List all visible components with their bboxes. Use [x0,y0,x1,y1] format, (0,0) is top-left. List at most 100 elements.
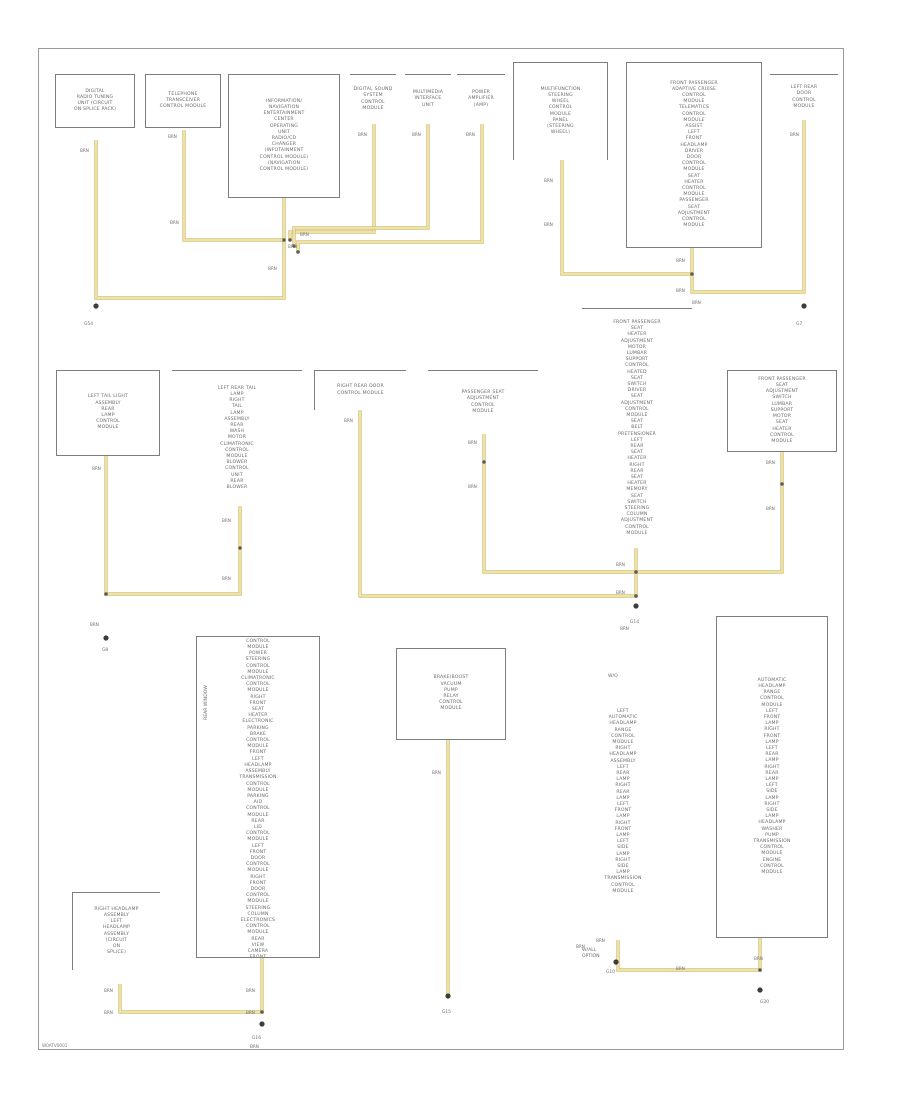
wire-color-label: BRN [766,460,775,465]
component-text-line: CONTROL [760,845,784,851]
option-label-option: OPTION [582,954,600,959]
component-text-line: LAMP [230,410,244,416]
component-text-line: MODULE [362,105,384,111]
component-text-line: SIDE [766,808,778,814]
component-text-line: SWITCH [627,381,647,387]
component-text-line: CONTROL [792,97,816,103]
component-text-line: MODULE [440,706,462,712]
splice-dot [260,1010,264,1014]
component-text-line: CONTROL MODULE [159,104,207,110]
wire [482,434,636,574]
component-text-line: MODULE [549,111,572,117]
component-text-line: STEERING [245,657,271,663]
component-text-line: DIGITAL SOUND [353,87,393,93]
component-text-line: MODULE [247,899,269,905]
splice-dot [238,546,242,550]
component-text-line: WASHER [761,826,783,832]
wire [288,124,376,240]
component-text-line: SIDE [766,789,778,795]
component-text-line: ASSEMBLY [610,758,636,764]
component-text-line: CONTROL [246,893,270,899]
wire-color-label: BRN [676,258,685,263]
component-text-line: MODULE [247,812,269,818]
ground-label: G15 [442,1010,451,1015]
component-text-line: ELECTRONICS [240,917,276,923]
component-text-line: HEADLAMP [102,925,131,931]
splice-dot [780,482,784,486]
component-text-line: ENGINE [762,857,782,863]
component-text-line: MODULE [247,744,269,750]
splice-dot [282,238,286,242]
component-text-line: LEFT [617,764,629,770]
component-text-line: REAR [251,936,265,942]
component-text-line: CONTROL MODULE) [259,167,309,173]
wire [106,506,242,596]
component-text-line: LAMP [616,870,630,876]
component-text-line: FRONT PASSENGER [613,319,661,325]
wire-color-label: BRN [92,466,101,471]
component-text-line: TRANSCEIVER [165,97,201,103]
component-text-line: ADJUSTMENT [765,389,799,395]
component-text-line: RIGHT [764,764,780,770]
component-text-line: CHANGER [271,142,297,148]
component-text-line: CONTROL MODULE) [259,154,309,160]
component-text-line: ENTERTAINMENT [263,111,305,117]
component-text-line: MODULE [683,117,705,123]
component-text-line: INFORMATION/ [265,98,303,104]
component-text-line: HEADLAMP [758,683,786,689]
component-text-line: DRIVER [627,388,647,394]
component-text-line: CONTROL [611,882,635,888]
component-text-line: SWITCH [627,499,647,505]
component-text-line: REAR [765,752,779,758]
component-text-line: LEFT [252,756,264,762]
wire-color-label: BRN [616,562,625,567]
component-text-line: PANEL [552,117,569,123]
splice-dot [634,594,638,598]
component-text-line: HEATER [684,179,704,185]
splice-dot [690,272,694,276]
component-text-line: STEERING [245,905,271,911]
component-text-line: WHEEL [551,99,570,105]
wire-color-label: BRN [222,576,231,581]
side-label: REAR WINDOW [204,685,209,720]
component-text-line: CLIMATRONIC [220,441,254,447]
component-text-line: REAR [765,770,779,776]
component-text-line: AUTOMATIC [757,677,787,683]
component-text-line: UNIT [231,472,243,478]
component-text-line: POWER [471,90,491,96]
component-text-line: DOOR [686,155,702,160]
component-text-line: SEAT [630,419,644,425]
component-text-line: CONTROL [225,466,249,472]
wire-color-label: BRN [268,266,277,271]
component-text-line: LEFT REAR [790,85,818,91]
component-text-line: ADJUSTMENT [620,400,654,406]
component-text-line: RIGHT [629,462,645,468]
component-text-line: HEATER [772,426,792,432]
splice-dot [482,460,486,464]
component-text-line: STEERING [624,506,650,512]
wire [296,124,484,252]
component-text-line: BRAKE/BOOST [433,675,469,681]
component-text-line: RIGHT [615,746,631,752]
component-text-line: LAMP [765,814,779,820]
component-text-line: TRANSMISSION [753,839,791,845]
component-text-line: HEATED [627,369,647,375]
ground-symbol [801,303,807,309]
component-text-line: FRONT [249,849,267,855]
component-text-line: SEAT [775,420,789,426]
wire-color-label: BRN [358,132,367,137]
wire-color-label: BRN [466,132,475,137]
component-text-line: OPERATING [269,123,299,129]
component-text-line: REAR [101,406,115,412]
wire [690,118,806,294]
component-text-line: LAMP [765,758,779,764]
component-text-line: LAMP [616,814,630,820]
component-text-line: SEAT [630,394,644,400]
component-text-line: RIGHT HEADLAMP [94,906,139,912]
component-text-line: VACUUM [440,681,462,687]
component-text-line: (CIRCUIT [105,937,128,943]
